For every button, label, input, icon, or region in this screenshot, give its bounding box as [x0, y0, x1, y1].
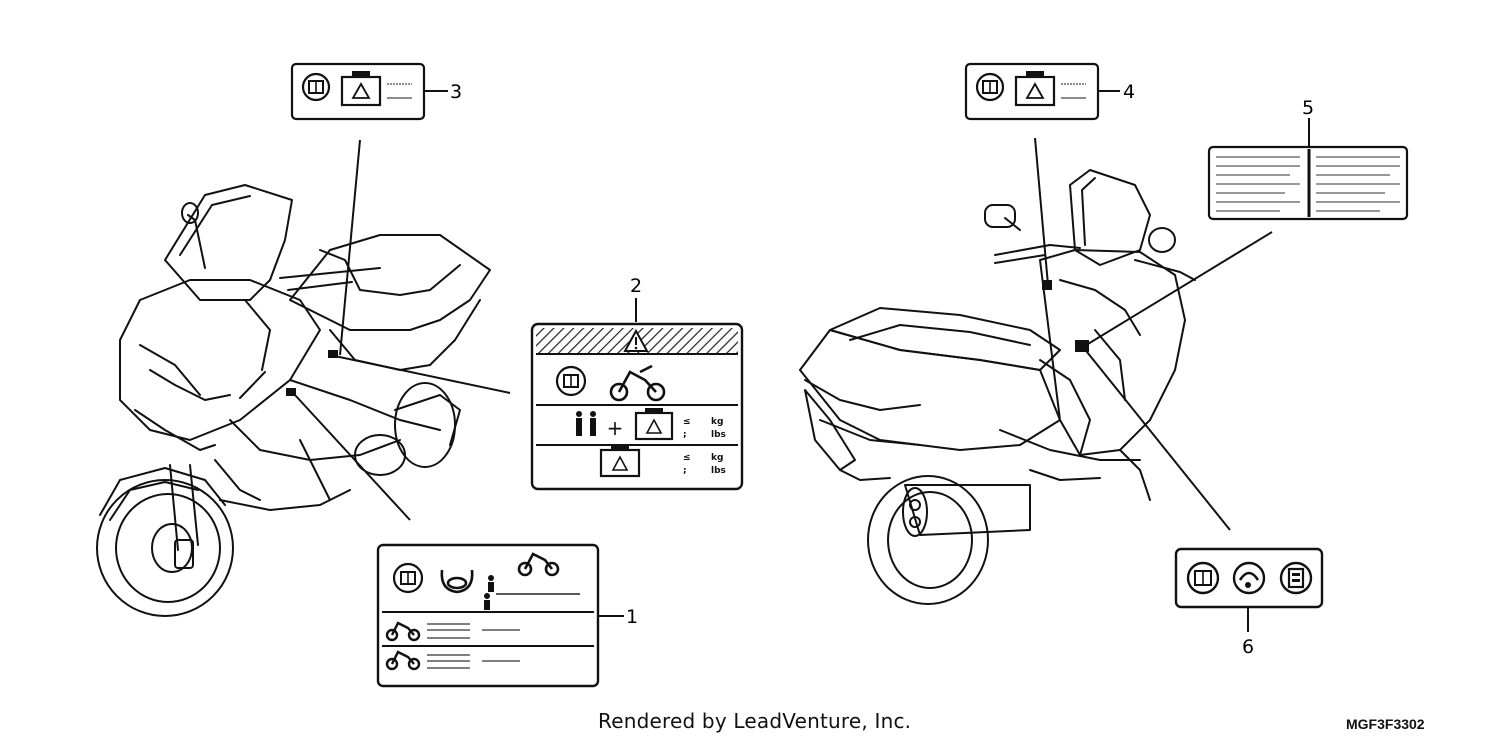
passenger-icon [484, 575, 494, 610]
callout-3: 3 [450, 81, 462, 103]
luggage-box-icon [599, 445, 641, 478]
svg-text:≤: ≤ [683, 453, 691, 463]
motorcycle-icon [385, 650, 421, 671]
leader-lines [294, 90, 1310, 632]
manual-book-icon [555, 365, 587, 397]
label-mark-5 [1075, 340, 1089, 352]
diagram-code: MGF3F3302 [1346, 716, 1425, 732]
unit-lbs-1: lbs [711, 430, 726, 440]
footer-credit: Rendered by LeadVenture, Inc. [598, 709, 912, 733]
label-1 [376, 543, 600, 688]
unit-lbs-2: lbs [711, 466, 726, 476]
label-6 [1174, 547, 1324, 609]
luggage-box-icon [1014, 71, 1056, 107]
label-3 [290, 62, 426, 121]
callout-2: 2 [630, 275, 642, 297]
svg-text:;: ; [683, 430, 687, 440]
tire-icon [440, 569, 474, 594]
unit-kg-1: kg [711, 417, 723, 427]
warning-triangle-icon [623, 328, 649, 352]
manual-book-icon [975, 72, 1005, 102]
luggage-box-icon [634, 408, 674, 441]
luggage-box-icon [340, 71, 382, 107]
label-mark-2 [328, 350, 338, 358]
svg-text:;: ; [683, 466, 687, 476]
label-2: + ≤ ; kg lbs ≤ ; kg lbs [530, 322, 744, 491]
motorcycle-icon [609, 364, 666, 402]
label-mark-4 [1042, 280, 1052, 290]
callout-1: 1 [626, 606, 638, 628]
passenger-icon [576, 411, 596, 436]
battery-icon [1279, 561, 1313, 595]
motorcycle-icon [385, 621, 421, 642]
label-4 [964, 62, 1100, 121]
scooter-rear-view [799, 169, 1196, 605]
callout-6: 6 [1242, 636, 1254, 658]
tire-icon [1232, 561, 1266, 595]
svg-text:+: + [607, 416, 624, 440]
callout-4: 4 [1123, 81, 1135, 103]
label-mark-1 [286, 388, 296, 396]
manual-book-icon [1186, 561, 1220, 595]
svg-text:≤: ≤ [683, 417, 691, 427]
manual-book-icon [392, 562, 424, 594]
manual-book-icon [301, 72, 331, 102]
label-5 [1207, 145, 1409, 221]
unit-kg-2: kg [711, 453, 723, 463]
callout-5: 5 [1302, 97, 1314, 119]
scooter-front-view [96, 184, 491, 617]
motorcycle-icon [517, 552, 560, 577]
